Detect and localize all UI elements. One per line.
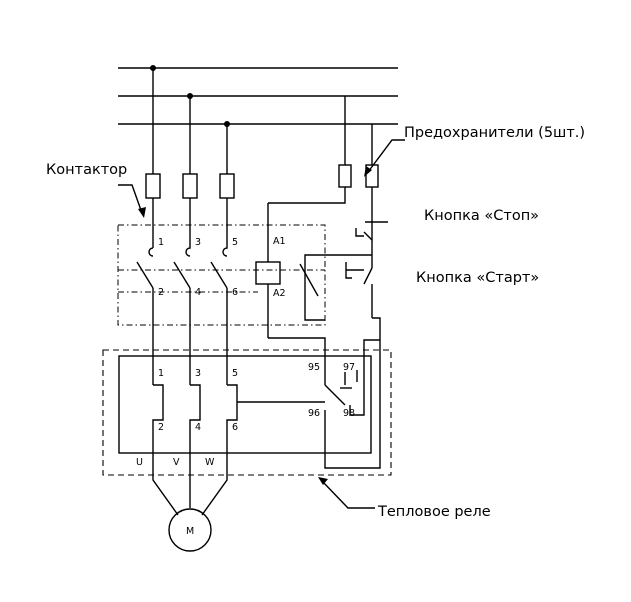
fuse-2 [182,173,198,199]
relay-contact-97: 97 [343,362,355,373]
stop-button-label: Кнопка «Стоп» [424,208,539,224]
contactor-pin-2: 2 [158,287,164,298]
relay-pin-5: 5 [232,368,238,379]
relay-contact-95: 95 [308,362,320,373]
contactor-pin-6: 6 [232,287,238,298]
fuse-1 [145,173,161,199]
motor-label: M [186,526,194,537]
relay-pin-6: 6 [232,422,238,433]
phase-wires [152,68,373,174]
contactor-pin-5: 5 [232,237,238,248]
relay-pin-2: 2 [158,422,164,433]
fuse-3 [219,173,235,199]
relay-heaters [152,339,380,470]
relay-contact-98: 98 [343,408,355,419]
relay-pin-4: 4 [195,422,201,433]
fuse-4 [338,164,352,188]
supply-bus [118,65,398,127]
contactor-label: Контактор [46,162,127,178]
coil-a1: A1 [273,236,286,247]
fuses-label: Предохранители (5шт.) [404,125,585,141]
contactor-main-contacts [136,240,228,385]
motor [152,470,228,552]
contactor-pin-4: 4 [195,287,201,298]
thermal-relay-frame [102,349,392,476]
thermal-relay-label: Тепловое реле [377,504,491,520]
relay-pin-1: 1 [158,368,164,379]
contactor-pin-3: 3 [195,237,201,248]
contactor-coil [255,187,346,372]
buttons [299,187,388,469]
relay-terminal-w: W [205,457,215,468]
relay-terminal-v: V [173,457,180,468]
relay-pin-3: 3 [195,368,201,379]
contactor-frame [117,224,326,326]
contactor-pin-1: 1 [158,237,164,248]
start-button-label: Кнопка «Старт» [416,270,539,286]
relay-terminal-u: U [136,457,143,468]
coil-a2: A2 [273,288,286,299]
leaders [118,139,405,509]
relay-contact-96: 96 [308,408,320,419]
